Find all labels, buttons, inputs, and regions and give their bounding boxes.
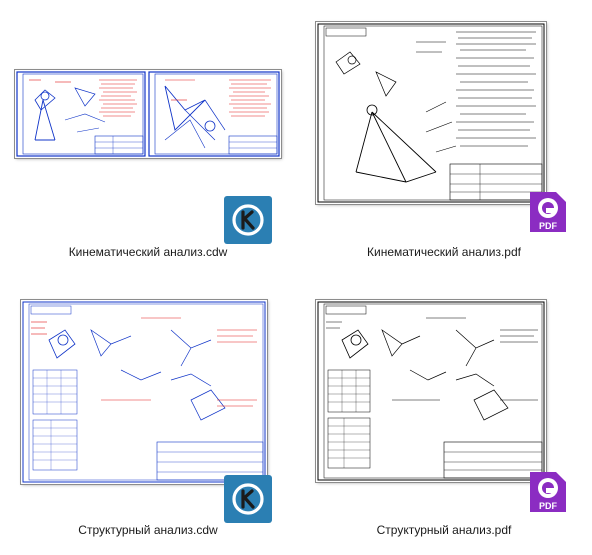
file-item[interactable]: Структурный анализ.cdw — [0, 278, 296, 555]
file-thumbnail[interactable] — [316, 22, 546, 204]
kompas-icon — [224, 196, 272, 244]
file-thumbnail[interactable] — [316, 300, 546, 482]
file-name[interactable]: Кинематический анализ.pdf — [367, 245, 521, 259]
pdf-icon: PDF — [524, 468, 572, 516]
drawing-preview — [317, 23, 545, 203]
svg-text:PDF: PDF — [539, 221, 558, 231]
file-item[interactable]: PDF Структурный анализ.pdf — [296, 278, 592, 555]
file-name[interactable]: Структурный анализ.cdw — [78, 523, 218, 537]
file-thumbnail[interactable] — [15, 70, 281, 158]
drawing-preview — [16, 71, 280, 157]
file-item[interactable]: Кинематический анализ.cdw — [0, 0, 296, 277]
drawing-preview — [22, 301, 266, 483]
kompas-icon — [224, 475, 272, 523]
drawing-preview — [317, 301, 545, 481]
file-name[interactable]: Кинематический анализ.cdw — [68, 245, 228, 259]
svg-text:PDF: PDF — [539, 501, 558, 511]
file-thumbnail[interactable] — [21, 300, 267, 484]
file-name[interactable]: Структурный анализ.pdf — [376, 523, 512, 537]
pdf-icon: PDF — [524, 188, 572, 236]
file-item[interactable]: PDF Кинематический анализ.pdf — [296, 0, 592, 277]
